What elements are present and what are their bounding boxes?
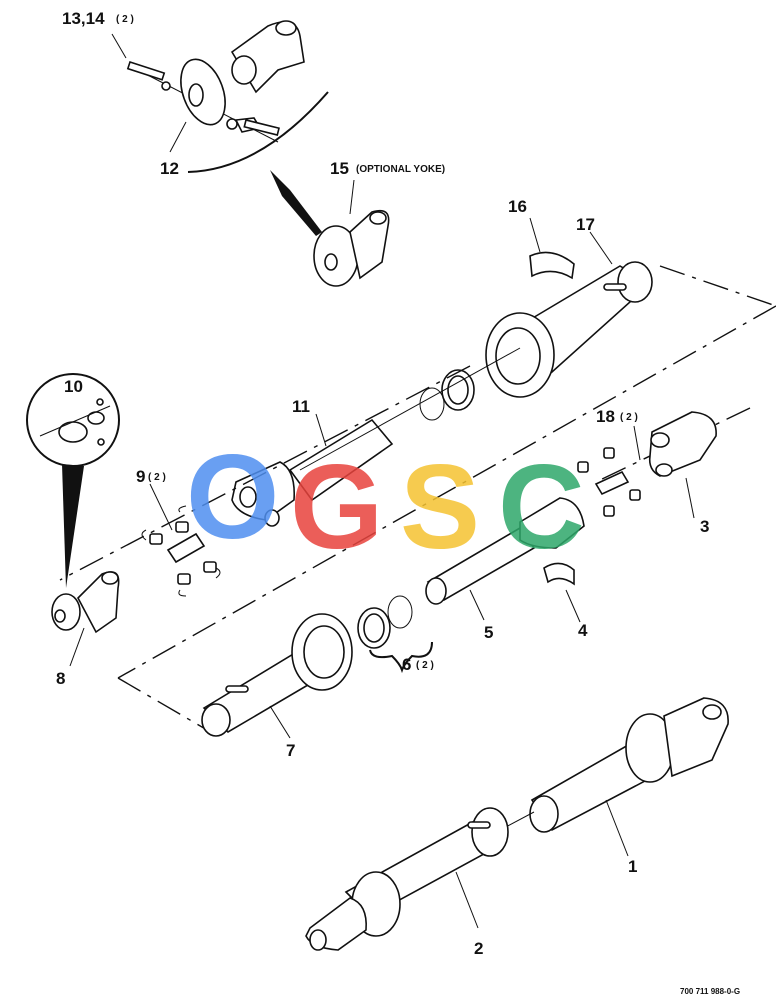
inner-tube-assembly: [425, 497, 585, 605]
watermark: O G S C: [186, 430, 585, 574]
callout-18: 18: [596, 407, 615, 426]
outer-tube-lower: [201, 613, 353, 737]
callout-6-qty: ( 2 ): [416, 660, 434, 671]
detail-arrow: [270, 170, 322, 236]
callout-8: 8: [56, 669, 65, 688]
callout-9-qty: ( 2 ): [148, 472, 166, 483]
watermark-letter-g: G: [290, 440, 383, 574]
callout-12: 12: [160, 159, 179, 178]
callout-7: 7: [286, 741, 295, 760]
callout-13-14: 13,14: [62, 9, 105, 28]
callout-18-qty: ( 2 ): [620, 412, 638, 423]
callout-15-note: (OPTIONAL YOKE): [356, 164, 445, 175]
assembled-driveshaft: [305, 697, 729, 951]
ring-set-lower: [357, 595, 433, 674]
outer-tube-shield: [485, 251, 653, 398]
top-yoke-detail: [126, 20, 329, 173]
callout-13-14-qty: ( 2 ): [116, 14, 134, 25]
callout-10: 10: [64, 377, 83, 396]
callout-11: 11: [292, 397, 310, 416]
callout-16: 16: [508, 197, 527, 216]
figure-number: 700 711 988-0-G: [680, 987, 740, 996]
watermark-letter-s: S: [400, 440, 480, 574]
yoke-right: [577, 411, 717, 517]
watermark-letter-o: O: [186, 430, 279, 564]
callout-15: 15: [330, 159, 349, 178]
callout-6: 6: [402, 655, 411, 674]
yoke-left: [51, 571, 120, 634]
callout-17: 17: [576, 215, 595, 234]
u-joint-left: [141, 505, 221, 597]
callout-5: 5: [484, 623, 493, 642]
leader-lines: [69, 33, 695, 929]
inset-bearing-detail: [26, 373, 120, 467]
inner-splined-shaft: [231, 418, 394, 527]
inset-pointer: [62, 464, 84, 588]
ring-set-upper: [419, 369, 475, 421]
callout-3: 3: [700, 517, 709, 536]
callout-1: 1: [628, 857, 637, 876]
optional-yoke: [313, 209, 390, 287]
callout-4: 4: [578, 621, 588, 640]
watermark-letter-c: C: [498, 440, 585, 574]
callout-9: 9: [136, 467, 145, 486]
callout-labels: 13,14 ( 2 ) 12 15 (OPTIONAL YOKE) 16 17 …: [56, 9, 740, 996]
callout-2: 2: [474, 939, 483, 958]
